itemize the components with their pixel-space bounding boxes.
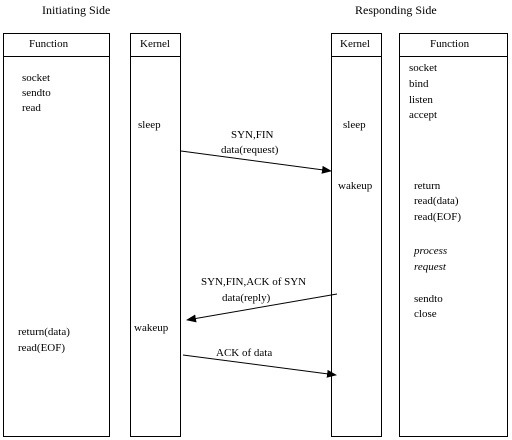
initiating-kernel-column [130, 33, 181, 437]
msg1-label-line2: data(request) [221, 144, 279, 156]
initiating-function-header-divider [3, 56, 110, 57]
resp-call-process: process [414, 245, 448, 257]
resp-kernel-sleep: sleep [343, 119, 366, 131]
responding-kernel-header-divider [331, 56, 382, 57]
resp-call-close: close [414, 308, 437, 320]
resp-call-request: request [414, 261, 446, 273]
resp-call-read-data: read(data) [414, 195, 459, 207]
resp-call-sendto: sendto [414, 293, 443, 305]
msg2-arrow [186, 293, 338, 323]
init-kernel-sleep: sleep [138, 119, 161, 131]
init-call-read-eof: read(EOF) [18, 342, 66, 354]
resp-call-accept: accept [409, 109, 438, 121]
responding-side-heading: Responding Side [355, 3, 437, 17]
msg3-arrow [182, 354, 337, 378]
responding-function-column [399, 33, 508, 437]
init-call-read: read [22, 102, 41, 114]
responding-function-header-divider [399, 56, 508, 57]
resp-call-read-eof: read(EOF) [414, 211, 462, 223]
resp-call-socket: socket [409, 62, 438, 74]
resp-kernel-wakeup: wakeup [338, 180, 373, 192]
resp-call-return: return [414, 180, 441, 192]
resp-call-listen: listen [409, 94, 433, 106]
responding-function-header: Function [430, 38, 470, 50]
init-call-sendto: sendto [22, 87, 51, 99]
initiating-side-heading: Initiating Side [42, 3, 111, 17]
initiating-kernel-header-divider [130, 56, 181, 57]
responding-kernel-column [331, 33, 382, 437]
msg2-label-line2: data(reply) [222, 292, 271, 304]
msg1-label-line1: SYN,FIN [231, 129, 274, 141]
init-call-return-data: return(data) [18, 326, 70, 338]
msg2-label-line1: SYN,FIN,ACK of SYN [201, 276, 307, 288]
resp-call-bind: bind [409, 78, 429, 90]
init-kernel-wakeup: wakeup [134, 322, 169, 334]
msg1-arrow [180, 150, 332, 174]
msg3-label-line1: ACK of data [216, 347, 273, 359]
initiating-function-header: Function [29, 38, 69, 50]
init-call-socket: socket [22, 72, 51, 84]
responding-kernel-header: Kernel [340, 38, 370, 50]
initiating-kernel-header: Kernel [140, 38, 170, 50]
initiating-function-column [3, 33, 110, 437]
